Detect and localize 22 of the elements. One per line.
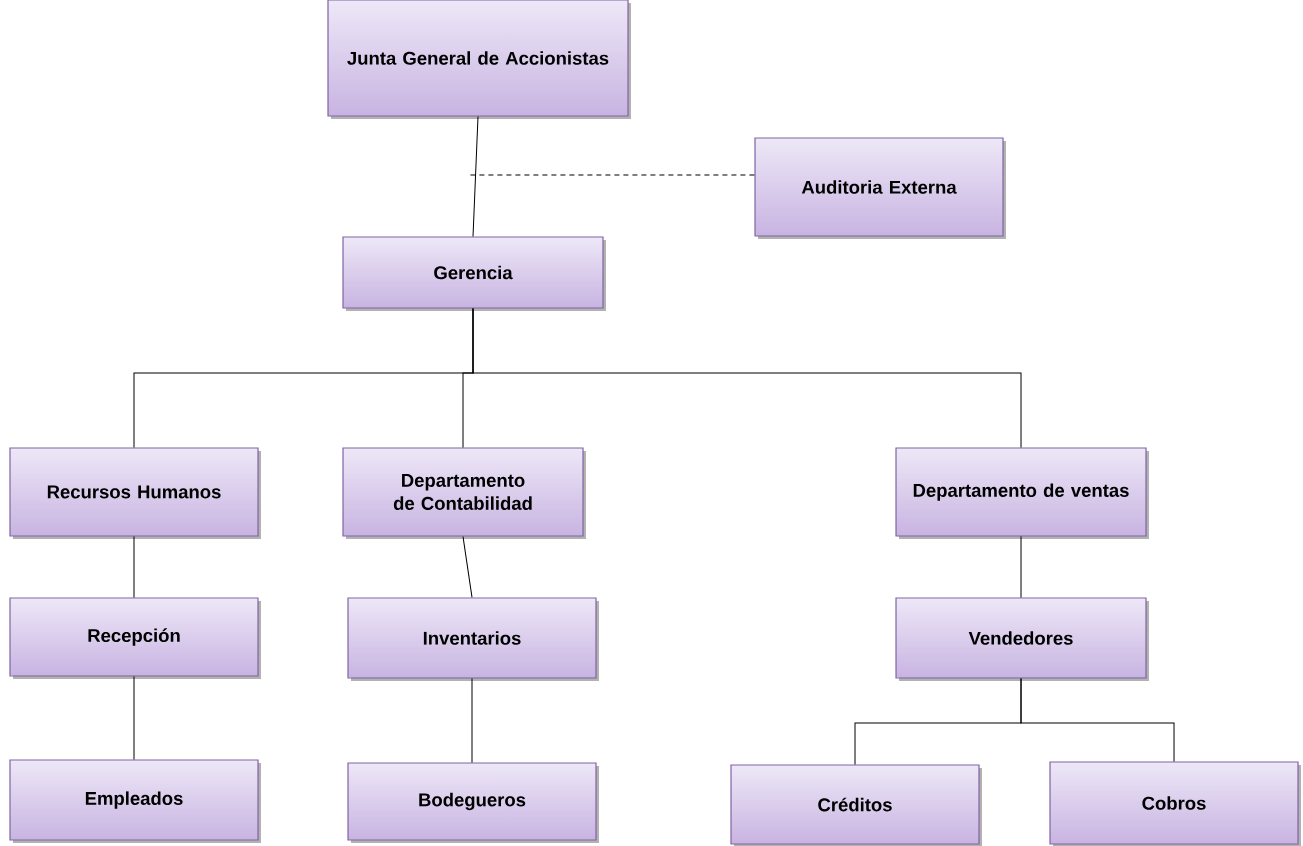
org-box: Auditoria Externa [754, 137, 1006, 239]
connector-line [1020, 536, 1022, 598]
org-box: Vendedores [895, 597, 1149, 681]
org-box: Créditos [730, 764, 982, 846]
connector-line [462, 536, 473, 598]
org-box: Cobros [1049, 761, 1301, 846]
connector-line [133, 676, 135, 760]
connector-line [133, 536, 135, 598]
connector-line [471, 678, 473, 763]
org-box: Bodegueros [347, 762, 599, 843]
connector-line [1020, 678, 1175, 762]
org-box: Departamento de ventas [895, 447, 1149, 539]
connector-line [472, 116, 479, 237]
org-box: Gerencia [342, 236, 606, 311]
org-box: Empleados [9, 759, 261, 843]
org-box: Departamento de Contabilidad [342, 447, 586, 539]
dashed-connector [469, 174, 755, 176]
org-box: Inventarios [347, 597, 599, 681]
org-box: Recepción [9, 597, 261, 679]
org-box: Junta General de Accionistas [327, 0, 631, 119]
connector-line [472, 308, 1022, 448]
org-box: Recursos Humanos [9, 447, 261, 539]
